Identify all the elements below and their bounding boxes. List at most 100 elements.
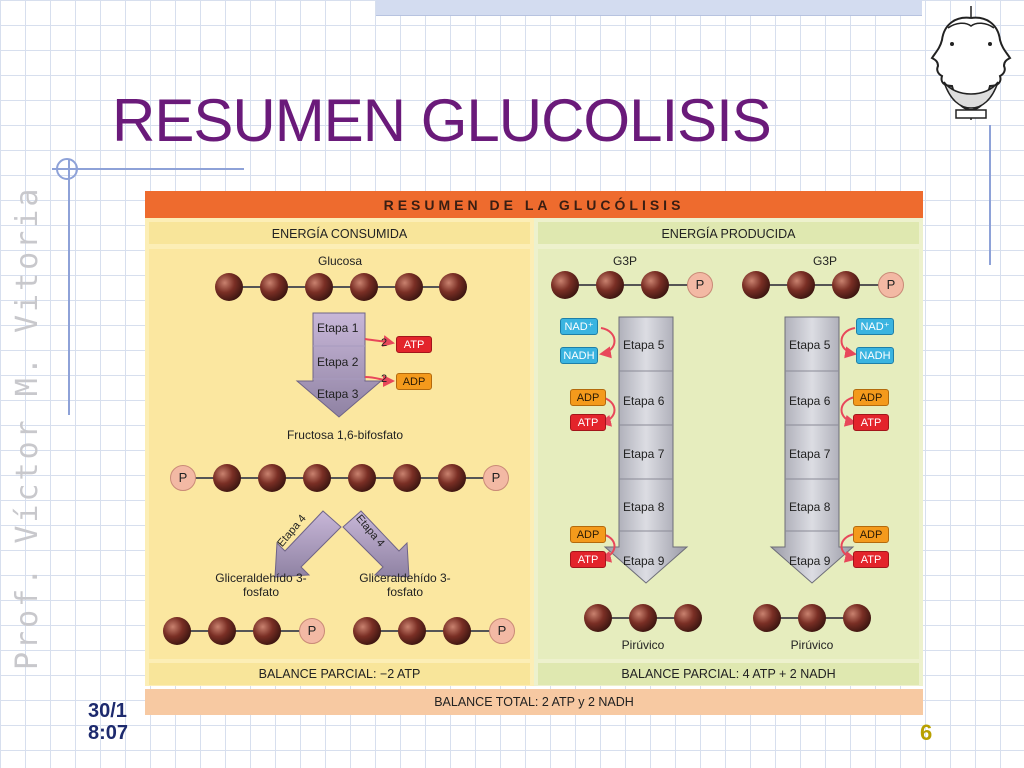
page-number: 6 — [920, 720, 933, 745]
molecule-bead-icon — [258, 464, 286, 492]
molecule-bead-icon — [305, 273, 333, 301]
molecule-bead-icon — [787, 271, 815, 299]
glycolysis-diagram: RESUMEN DE LA GLUCÓLISIS ENERGÍA CONSUMI… — [145, 191, 923, 715]
atp-tag: ATP — [853, 414, 889, 431]
molecule-bead-icon — [798, 604, 826, 632]
atp-tag: ATP — [570, 551, 606, 568]
author-watermark: Prof. Víctor M. Vitoria — [10, 185, 45, 670]
step-7-label-2: Etapa 7 — [789, 447, 831, 461]
adp-tag: ADP — [853, 389, 889, 406]
g3p-right-line2: fosfato — [386, 585, 424, 599]
adp-tag: ADP — [570, 389, 606, 406]
process-arrow-icon — [603, 316, 689, 584]
janus-head-icon — [930, 6, 1012, 120]
step-6-label-2: Etapa 6 — [789, 394, 831, 408]
molecule-bead-icon — [398, 617, 426, 645]
phosphate-icon: P — [687, 272, 713, 298]
nad-tag: NAD⁺ — [856, 318, 894, 335]
step-8-label-2: Etapa 8 — [789, 500, 831, 514]
nadh-tag: NADH — [856, 347, 894, 364]
phosphate-icon: P — [170, 465, 196, 491]
decorative-line — [52, 168, 244, 170]
atp-tag: ATP — [853, 551, 889, 568]
molecule-bead-icon — [353, 617, 381, 645]
right-header: ENERGÍA PRODUCIDA — [661, 227, 796, 241]
piruvico-label: Pirúvico — [621, 638, 665, 652]
left-balance: BALANCE PARCIAL: −2 ATP — [258, 667, 421, 681]
right-header-bar — [538, 222, 919, 244]
atp-tag: ATP — [396, 336, 432, 353]
molecule-bead-icon — [260, 273, 288, 301]
molecule-bead-icon — [742, 271, 770, 299]
right-panel — [538, 249, 919, 659]
molecule-bead-icon — [674, 604, 702, 632]
slide-date: 30/1 8:07 — [88, 700, 128, 744]
top-decorative-band — [376, 0, 922, 16]
step-5-label-2: Etapa 5 — [789, 338, 831, 352]
adp-count: 2 — [381, 373, 388, 385]
step-9-label: Etapa 9 — [623, 554, 665, 568]
molecule-bead-icon — [438, 464, 466, 492]
molecule-bead-icon — [832, 271, 860, 299]
decorative-line-vertical — [68, 160, 70, 415]
process-arrow-icon — [342, 510, 410, 578]
total-balance-bar — [145, 689, 923, 715]
slide-title: RESUMEN GLUCOLISIS — [112, 87, 772, 154]
atp-tag: ATP — [570, 414, 606, 431]
g3p-right-label: Gliceraldehído 3- fosfato — [345, 571, 465, 599]
nad-tag: NAD⁺ — [560, 318, 598, 335]
molecule-bead-icon — [163, 617, 191, 645]
step-3-label: Etapa 3 — [317, 387, 359, 401]
left-balance-bar — [149, 663, 530, 685]
molecule-bead-icon — [215, 273, 243, 301]
slide-date-line2: 8:07 — [88, 722, 129, 744]
step-7-label: Etapa 7 — [623, 447, 665, 461]
molecule-bead-icon — [584, 604, 612, 632]
g3p-right-label-2: G3P — [812, 254, 837, 268]
phosphate-icon: P — [299, 618, 325, 644]
g3p-left-label: Gliceraldehído 3- fosfato — [201, 571, 321, 599]
decorative-line-right — [989, 125, 991, 265]
molecule-bead-icon — [213, 464, 241, 492]
g3p-right-label-1: G3P — [612, 254, 637, 268]
molecule-bead-icon — [443, 617, 471, 645]
molecule-bead-icon — [395, 273, 423, 301]
fructosa-label: Fructosa 1,6-bifosfato — [286, 428, 404, 442]
molecule-bead-icon — [596, 271, 624, 299]
molecule-bead-icon — [208, 617, 236, 645]
glucosa-label: Glucosa — [317, 254, 363, 268]
total-balance: BALANCE TOTAL: 2 ATP y 2 NADH — [434, 695, 634, 709]
nadh-tag: NADH — [560, 347, 598, 364]
molecule-bead-icon — [629, 604, 657, 632]
piruvico-label-2: Pirúvico — [790, 638, 834, 652]
adp-tag: ADP — [853, 526, 889, 543]
molecule-bead-icon — [253, 617, 281, 645]
adp-tag: ADP — [396, 373, 432, 390]
process-arrow-icon — [274, 510, 342, 578]
step-5-label: Etapa 5 — [623, 338, 665, 352]
molecule-bead-icon — [350, 273, 378, 301]
process-arrow-icon — [295, 312, 383, 418]
molecule-bead-icon — [439, 273, 467, 301]
phosphate-icon: P — [489, 618, 515, 644]
left-header-bar — [149, 222, 530, 244]
phosphate-icon: P — [878, 272, 904, 298]
step-6-label: Etapa 6 — [623, 394, 665, 408]
molecule-bead-icon — [641, 271, 669, 299]
diagram-title: RESUMEN DE LA GLUCÓLISIS — [383, 197, 685, 213]
diagram-graphics — [145, 218, 923, 715]
process-arrow-icon — [769, 316, 855, 584]
atp-count: 2 — [381, 337, 388, 349]
left-header: ENERGÍA CONSUMIDA — [271, 227, 408, 241]
g3p-left-line2: fosfato — [242, 585, 280, 599]
step-8-label: Etapa 8 — [623, 500, 665, 514]
molecule-bead-icon — [843, 604, 871, 632]
molecule-bead-icon — [348, 464, 376, 492]
adp-tag: ADP — [570, 526, 606, 543]
right-balance: BALANCE PARCIAL: 4 ATP + 2 NADH — [621, 667, 836, 681]
slide-date-line1: 30/1 — [88, 700, 127, 722]
g3p-left-line1: Gliceraldehído 3- — [215, 571, 307, 585]
molecule-bead-icon — [753, 604, 781, 632]
step-2-label: Etapa 2 — [317, 355, 359, 369]
g3p-right-line1: Gliceraldehído 3- — [359, 571, 451, 585]
